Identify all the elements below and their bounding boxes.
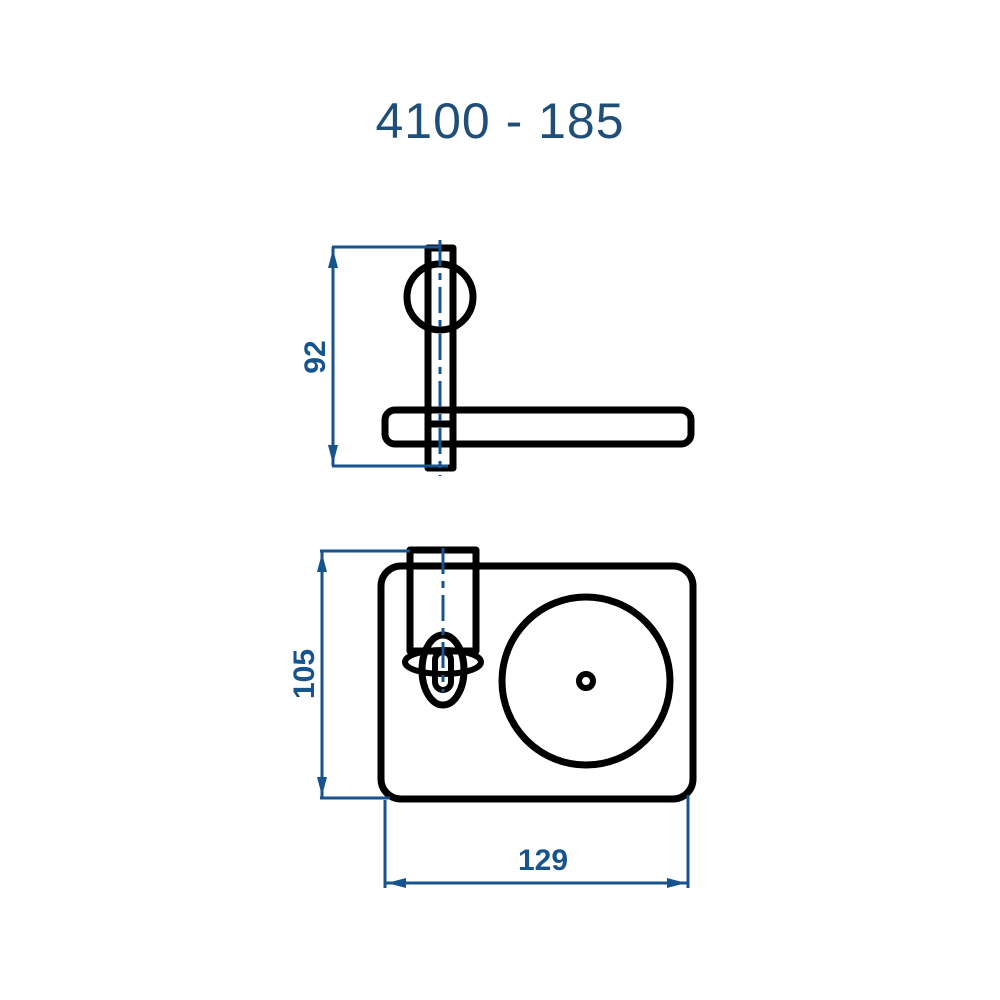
dimension-105-arrow-top	[317, 553, 327, 572]
dimension-92-arrow-bottom	[328, 445, 338, 464]
dimension-92-arrow-top	[328, 249, 338, 268]
dimension-105-arrow-bottom	[317, 777, 327, 796]
dimension-92: 92	[299, 245, 448, 468]
dimension-105: 105	[288, 549, 410, 800]
dimension-129-arrow-left	[387, 878, 406, 888]
body-outline	[377, 562, 697, 803]
dimension-129: 129	[383, 795, 690, 888]
side-elevation-view: 92	[299, 240, 695, 476]
plan-view: 105 129	[288, 546, 697, 888]
page-title: 4100 - 185	[375, 93, 625, 149]
large-circle-outline	[498, 593, 674, 769]
dimension-92-label: 92	[299, 340, 332, 373]
dimension-129-label: 129	[518, 844, 568, 877]
center-hole-ring	[576, 671, 596, 691]
dimension-105-label: 105	[288, 649, 321, 699]
dimension-129-arrow-right	[667, 878, 686, 888]
horizontal-bar-outline	[381, 406, 695, 448]
